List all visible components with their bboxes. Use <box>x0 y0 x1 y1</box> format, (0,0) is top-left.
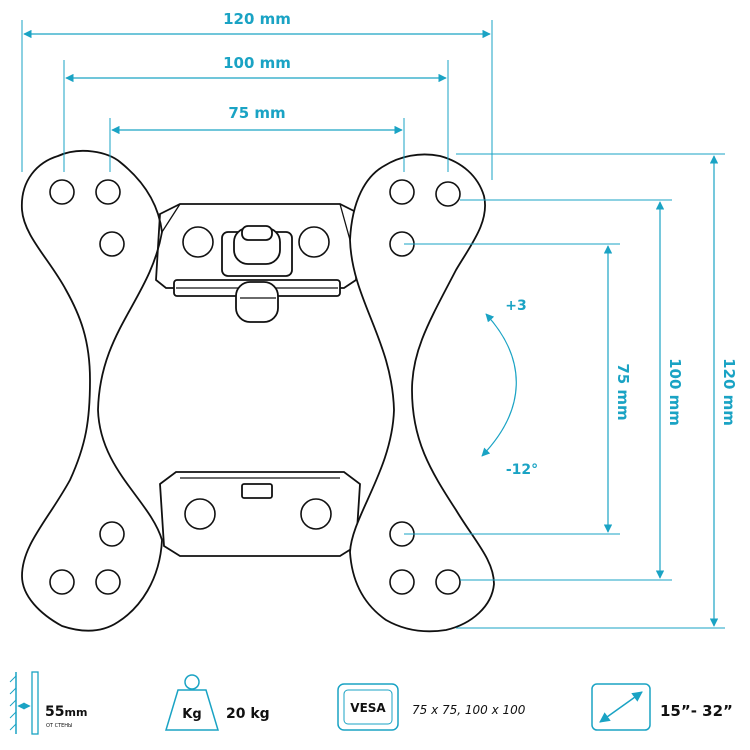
hole-bl-75 <box>99 521 125 547</box>
hole-tl-75 <box>99 231 125 257</box>
screen-size-icon <box>591 683 651 731</box>
tilt-indicator: +3 -12° <box>481 298 538 478</box>
distance-note: ОТ СТЕНЫ <box>46 723 72 729</box>
hole-bl-100 <box>95 569 121 595</box>
mount-plate <box>21 149 495 633</box>
feature-strip: 55mm ОТ СТЕНЫ Kg 20 kg VESA 75 x 75, 100… <box>9 671 733 735</box>
vertical-dimensions: 120 mm 100 mm 75 mm <box>404 153 738 629</box>
tilt-up-label: +3 <box>505 298 526 314</box>
weight-unit: Kg <box>182 707 201 722</box>
vesa-icon <box>337 683 399 731</box>
dim-label-v75mm: 75 mm <box>614 363 632 420</box>
tilt-arc <box>481 313 517 457</box>
hole-bl-120 <box>49 569 75 595</box>
plate-body-right <box>349 153 495 633</box>
tilt-down-label: -12° <box>506 462 538 478</box>
dim-label-120mm: 120 mm <box>223 10 291 28</box>
vesa-value: 75 x 75, 100 x 100 <box>412 703 526 717</box>
vesa-label: VESA <box>350 701 386 715</box>
hole-br-120 <box>435 569 461 595</box>
dim-label-v120mm: 120 mm <box>720 358 738 426</box>
hole-tl-100 <box>95 179 121 205</box>
wall-distance-icon <box>9 671 39 735</box>
horizontal-dimensions: 120 mm 100 mm 75 mm <box>21 10 493 180</box>
dim-label-v100mm: 100 mm <box>666 358 684 426</box>
hole-tr-120 <box>435 181 461 207</box>
screen-size-value: 15”- 32” <box>660 702 733 720</box>
hole-br-100 <box>389 569 415 595</box>
weight-value: 20 kg <box>226 706 270 722</box>
dim-label-75mm-h: 75 mm <box>228 104 285 122</box>
weight-icon <box>164 674 220 731</box>
hole-tl-120 <box>49 179 75 205</box>
dim-label-100mm-h: 100 mm <box>223 54 291 72</box>
hole-tr-100 <box>389 179 415 205</box>
plate-body <box>21 149 163 632</box>
distance-value: 55mm <box>45 704 87 720</box>
